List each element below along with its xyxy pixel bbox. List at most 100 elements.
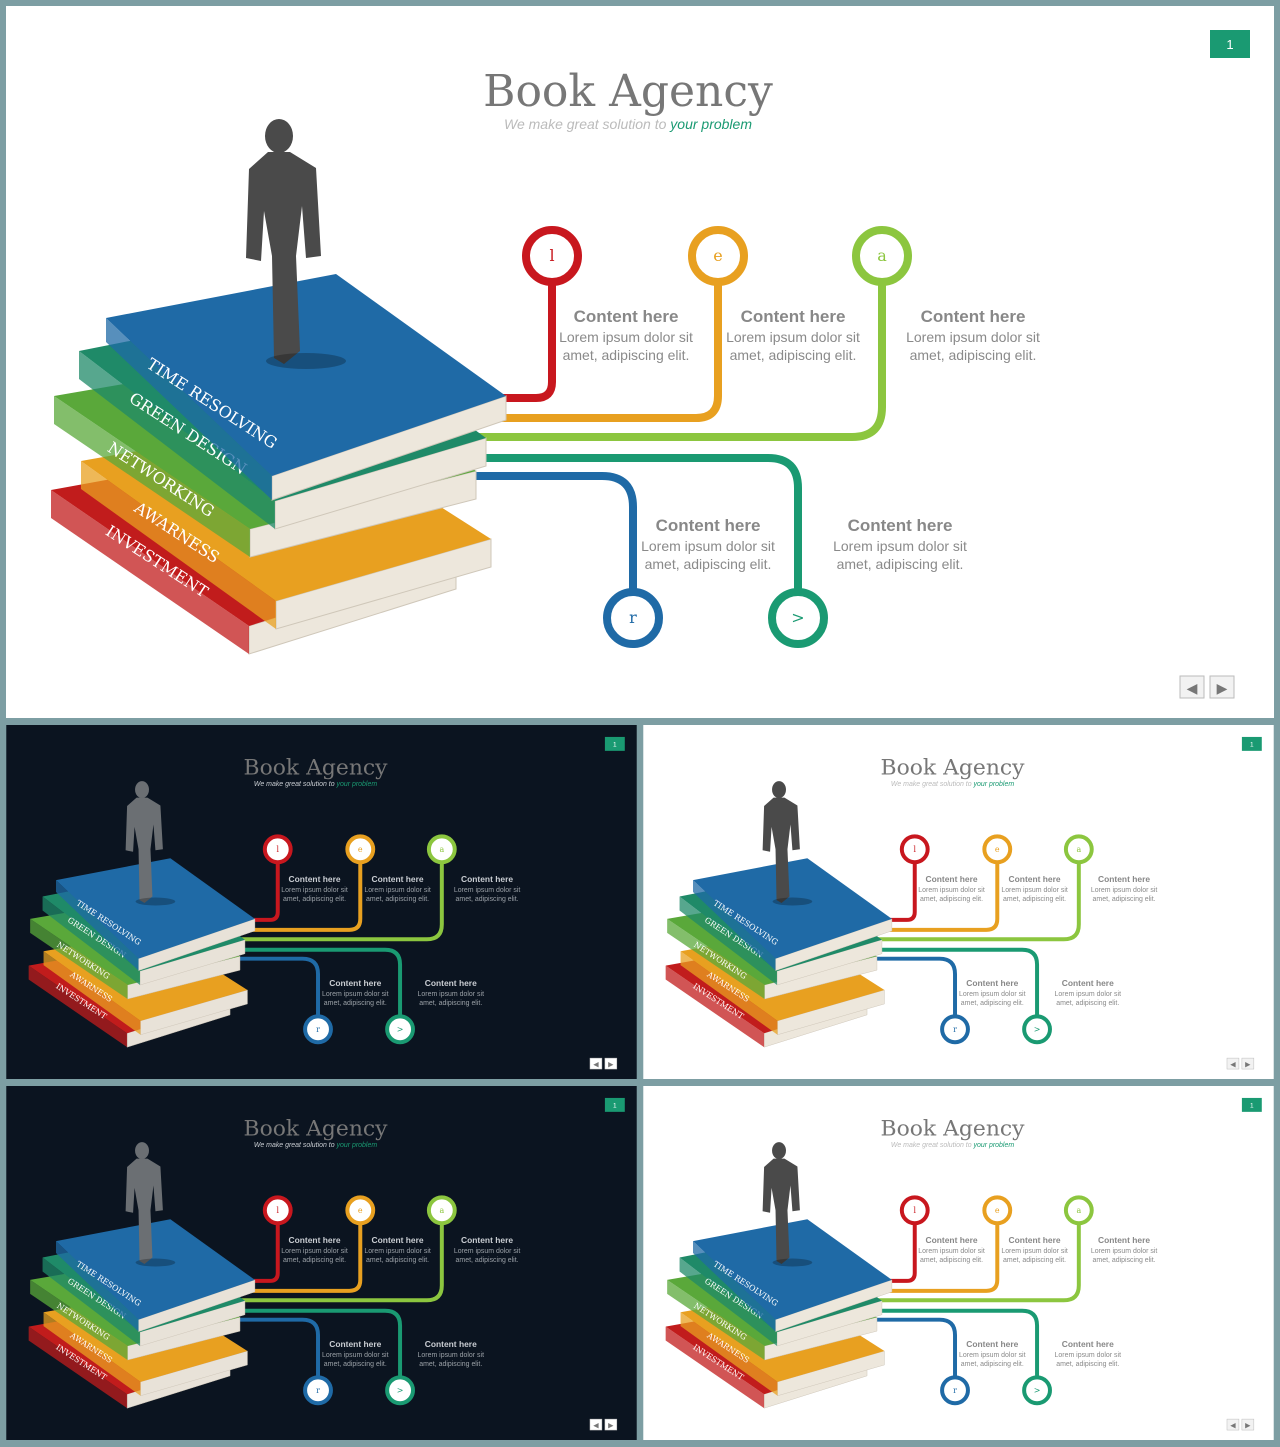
content-bubble[interactable] — [262, 834, 293, 865]
subtitle-part2: your problem — [336, 781, 378, 788]
content-bubble[interactable] — [982, 1195, 1013, 1226]
page-number-badge — [1241, 736, 1262, 751]
content-bubble[interactable] — [303, 1375, 333, 1406]
content-bubble[interactable] — [940, 1014, 970, 1045]
book-spine — [43, 951, 141, 1035]
connectors — [442, 282, 886, 592]
content-bubble[interactable] — [522, 226, 582, 286]
content-bubble[interactable] — [940, 1375, 970, 1406]
content-bubble[interactable] — [303, 1014, 333, 1045]
connector-line — [887, 862, 917, 922]
content-heading: Content here — [1098, 1235, 1150, 1245]
page-subtitle: We make great solution to your problem — [254, 781, 377, 788]
man-body — [762, 1158, 800, 1264]
next-slide-button[interactable] — [604, 1418, 618, 1431]
content-bubble[interactable] — [345, 834, 376, 865]
content-line-1: Lorem ipsum dolor sit — [1055, 1352, 1122, 1359]
next-arrow-icon: ▶ — [1245, 1061, 1251, 1069]
content-bubble[interactable] — [1022, 1014, 1052, 1045]
connectors — [860, 1223, 1081, 1378]
book-spine — [693, 880, 776, 971]
connector-line — [887, 1223, 917, 1283]
prev-slide-button[interactable] — [1226, 1057, 1240, 1070]
next-arrow-icon: ▶ — [1217, 681, 1228, 697]
book-spine — [51, 490, 249, 654]
content-line-2: amet, adipiscing elit. — [1003, 896, 1066, 903]
content-bubble[interactable] — [385, 1375, 415, 1406]
next-slide-button[interactable] — [604, 1057, 618, 1070]
content-heading: Content here — [574, 307, 679, 326]
book: TIME RESOLVING — [56, 1219, 256, 1332]
prev-slide-button[interactable] — [1179, 675, 1205, 699]
content-line-1: Lorem ipsum dolor sit — [1091, 887, 1158, 894]
subtitle-part1: We make great solution to — [254, 1142, 337, 1149]
content-line-1: Lorem ipsum dolor sit — [1055, 991, 1122, 998]
connector-line — [872, 862, 1081, 942]
content-line-1: Lorem ipsum dolor sit — [833, 538, 967, 554]
book-spine — [680, 1312, 778, 1396]
content-line-1: Lorem ipsum dolor sit — [559, 329, 693, 345]
content-line-1: Lorem ipsum dolor sit — [918, 887, 985, 894]
content-bubble[interactable] — [899, 1195, 930, 1226]
content-bubble[interactable] — [768, 588, 828, 648]
content-line-1: Lorem ipsum dolor sit — [641, 538, 775, 554]
book: TIME RESOLVING — [106, 274, 507, 501]
content-bubble[interactable] — [426, 834, 457, 865]
content-bubble[interactable] — [345, 1195, 376, 1226]
next-slide-button[interactable] — [1209, 675, 1235, 699]
bubble-icon: > — [1034, 1386, 1041, 1395]
content-line-1: Lorem ipsum dolor sit — [906, 329, 1040, 345]
prev-slide-button[interactable] — [589, 1057, 603, 1070]
next-slide-button[interactable] — [1241, 1418, 1255, 1431]
content-line-1: Lorem ipsum dolor sit — [418, 991, 485, 998]
content-bubble[interactable] — [899, 834, 930, 865]
bubble-icon: > — [1034, 1025, 1041, 1034]
content-bubble[interactable] — [1063, 1195, 1094, 1226]
content-bubble[interactable] — [982, 834, 1013, 865]
bubble-icon: > — [397, 1025, 404, 1034]
content-bubble[interactable] — [688, 226, 748, 286]
content-bubble[interactable] — [385, 1014, 415, 1045]
content-bubble[interactable] — [1022, 1375, 1052, 1406]
prev-slide-button[interactable] — [1226, 1418, 1240, 1431]
businessman-silhouette-icon — [762, 1142, 800, 1264]
content-line-1: Lorem ipsum dolor sit — [726, 329, 860, 345]
page-number: 1 — [613, 741, 617, 748]
content-heading: Content here — [372, 1235, 424, 1245]
prev-slide-button[interactable] — [589, 1418, 603, 1431]
content-bubble[interactable] — [262, 1195, 293, 1226]
man-body — [125, 1158, 163, 1264]
next-arrow-icon: ▶ — [608, 1422, 614, 1430]
content-heading: Content here — [921, 307, 1026, 326]
connector-line — [467, 282, 886, 441]
book-spine — [106, 318, 272, 500]
next-slide-button[interactable] — [1241, 1057, 1255, 1070]
subtitle-part1: We make great solution to — [504, 116, 670, 132]
man-body — [246, 152, 321, 364]
content-bubble[interactable] — [852, 226, 912, 286]
book-pages — [764, 955, 878, 1000]
page-subtitle: We make great solution to your problem — [254, 1142, 377, 1149]
connector-line — [482, 282, 722, 422]
content-bubble[interactable] — [426, 1195, 457, 1226]
connector-line — [497, 282, 556, 402]
page-title: Book Agency — [244, 756, 389, 781]
content-bubble[interactable] — [603, 588, 663, 648]
content-bubble[interactable] — [1063, 834, 1094, 865]
book-spine — [28, 965, 128, 1048]
content-heading: Content here — [741, 307, 846, 326]
